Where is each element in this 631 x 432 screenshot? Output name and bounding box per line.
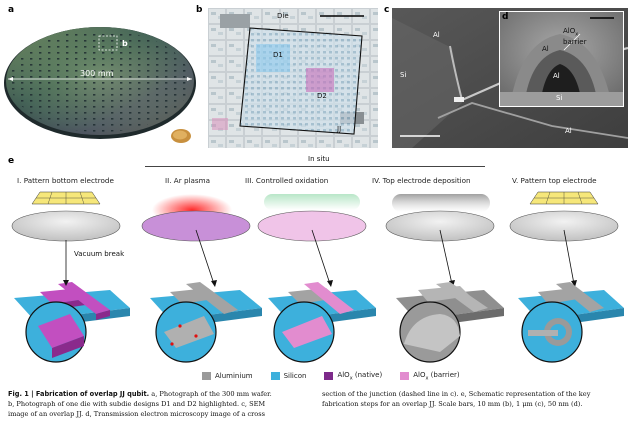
step-3-label: III. Controlled oxidation (245, 176, 329, 185)
die-label: Die (277, 12, 289, 20)
panel-b-label: b (196, 5, 203, 15)
d2-label: D2 (317, 92, 327, 100)
jj-label: JJ (337, 125, 342, 133)
caption-left: Fig. 1 | Fabrication of overlap JJ qubit… (8, 390, 272, 418)
step-4-wafer (385, 210, 495, 242)
step-1-label: I. Pattern bottom electrode (17, 176, 114, 185)
panel-e-label: e (8, 156, 15, 166)
legend-silicon: Silicon (270, 371, 306, 381)
step-4-label: IV. Top electrode deposition (372, 176, 471, 185)
legend-aluminium: Aluminium (202, 371, 253, 381)
tem-al-top-label: Al (542, 45, 549, 53)
subdie-d2 (306, 68, 334, 92)
sem-si-label: Si (400, 71, 407, 79)
alox-barrier-swatch (400, 372, 410, 381)
silicon-swatch (270, 372, 280, 381)
tem-barrier-label: AlOx barrier (563, 27, 587, 47)
step-5-label: V. Pattern top electrode (512, 176, 597, 185)
step-4-deposition-glow (392, 194, 490, 212)
panel-d-label: d (502, 12, 509, 22)
tem-inset (499, 11, 624, 107)
wafer-diameter-label: 300 mm (80, 69, 114, 78)
panel-c-label: c (384, 5, 390, 15)
legend-alox-barrier: AlOx (barrier) (400, 371, 460, 381)
vacuum-break-label: Vacuum break (74, 250, 125, 258)
step-3-arrow (311, 229, 331, 285)
tem-al-center-label: Al (553, 72, 560, 80)
in-situ-label: In situ (308, 155, 330, 163)
step-5-wafer (509, 210, 619, 242)
legend: Aluminium Silicon AlOx (native) AlOx (ba… (202, 371, 460, 381)
alox-native-swatch (324, 372, 334, 381)
wafer-photo (4, 27, 196, 143)
die-highlight-box (98, 35, 118, 51)
subdie-d1 (256, 44, 290, 72)
in-situ-bracket (145, 166, 485, 167)
step-2-wafer (141, 210, 251, 242)
process-schematic (11, 191, 624, 363)
step-1-wafer (11, 210, 121, 242)
die-outline (239, 27, 363, 135)
legend-alox-native: AlOx (native) (324, 371, 382, 381)
step-5-arrow (563, 229, 575, 285)
step-2-arrow (195, 229, 215, 285)
step-3-wafer (257, 210, 367, 242)
die-photo (208, 8, 378, 148)
step-1-lithography-grid (31, 191, 101, 205)
d1-label: D1 (273, 51, 283, 59)
die-callout-label: b (122, 39, 128, 48)
panel-a-label: a (8, 5, 15, 15)
step-3-oxygen-glow (264, 194, 360, 210)
step-2-label: II. Ar plasma (165, 176, 211, 185)
step-4-arrow (439, 229, 453, 285)
caption-right: section of the junction (dashed line in … (322, 390, 591, 408)
tem-si-label: Si (556, 94, 563, 102)
step-5-lithography-grid (529, 191, 599, 205)
sem-al-top-label: Al (433, 31, 440, 39)
aluminium-swatch (202, 372, 211, 381)
sem-al-bottom-label: Al (565, 127, 572, 135)
